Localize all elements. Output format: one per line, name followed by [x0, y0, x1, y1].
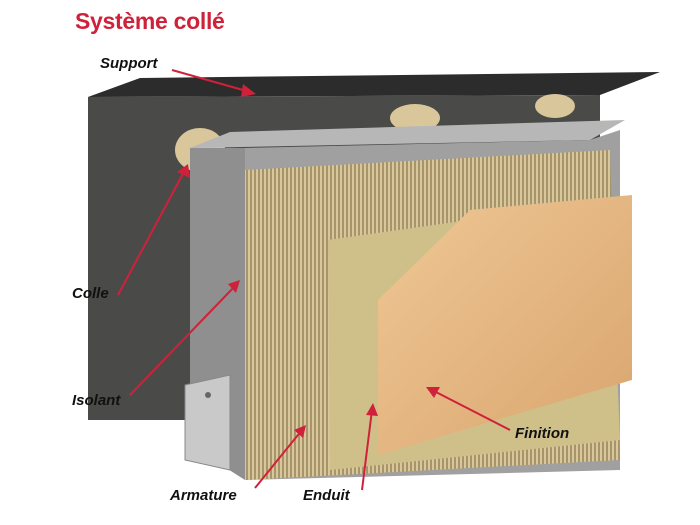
- label-isolant: Isolant: [72, 392, 121, 409]
- finish-layer: [378, 195, 632, 455]
- label-armature: Armature: [170, 487, 237, 504]
- label-enduit: Enduit: [303, 487, 350, 504]
- pointer-arrows: [117, 69, 511, 491]
- label-finition: Finition: [515, 425, 570, 442]
- diagram-title: Système collé: [75, 8, 225, 34]
- label-colle: Colle: [72, 285, 109, 302]
- starter-bracket: [184, 374, 231, 471]
- label-support: Support: [100, 55, 158, 72]
